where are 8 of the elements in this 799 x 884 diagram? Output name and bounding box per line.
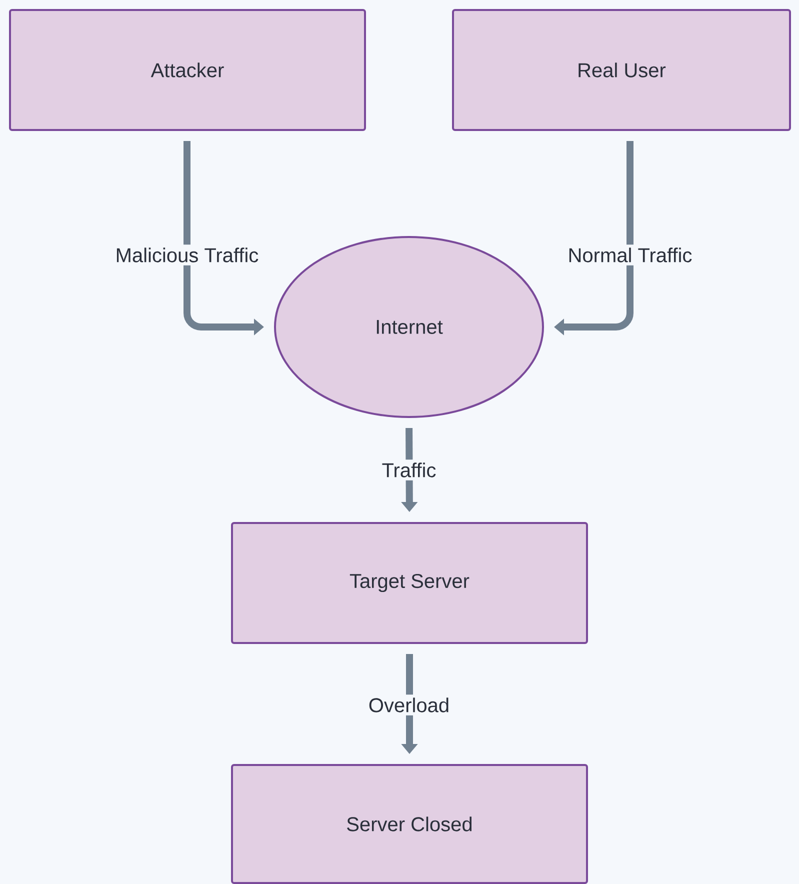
edge-label: Overload	[365, 694, 453, 716]
edge-label: Malicious Traffic	[112, 244, 262, 266]
process-box: Attacker	[9, 9, 366, 131]
edge-label: Normal Traffic	[564, 244, 696, 266]
process-box: Server Closed	[231, 764, 588, 884]
process-box: Real User	[452, 9, 791, 131]
edge-label: Traffic	[378, 460, 440, 480]
process-box: Target Server	[231, 522, 588, 644]
